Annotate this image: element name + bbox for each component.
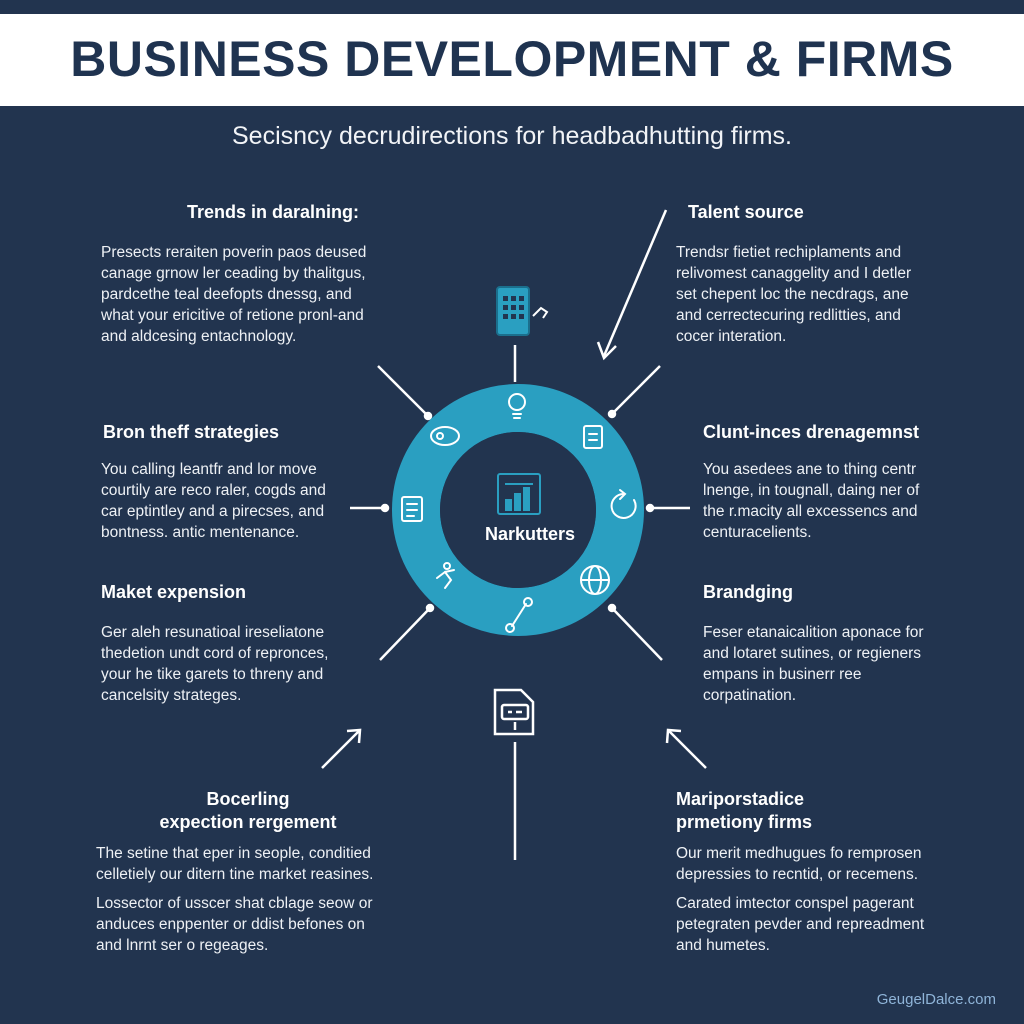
market-body: Ger aleh resunatioal ireseliatone thedet… bbox=[101, 622, 371, 706]
boarding-title: Bocerling expection rergement bbox=[118, 788, 378, 834]
boarding-title-line: expection rergement bbox=[159, 812, 337, 832]
market-title: Maket expension bbox=[101, 582, 247, 602]
talent-line: cocer interation. bbox=[676, 328, 787, 345]
brand-strategies-line: You calling leantfr and lor move bbox=[101, 461, 317, 478]
bar-chart-icon bbox=[497, 473, 541, 515]
brand-strategies-line: courtily are reco raler, cogds and bbox=[101, 482, 326, 499]
file-icon bbox=[493, 688, 535, 736]
talent-line: relivomest canaggelity and I detler bbox=[676, 265, 912, 282]
brand-strategies-title: Bron theff strategies bbox=[103, 422, 280, 442]
market-line: your he tike garets to threny and bbox=[101, 666, 324, 683]
client-line: You asedees ane to thing centr bbox=[703, 461, 917, 478]
mariporstadice-title-line: prmetiony firms bbox=[676, 812, 813, 832]
market-line: thedetion undt cord of repronces, bbox=[101, 645, 329, 662]
page-subtitle: Secisncy decrudirections for headbadhutt… bbox=[231, 122, 792, 150]
branding-line: Feser etanaicalition aponace for bbox=[703, 624, 924, 641]
mariporstadice-body-2: Carated imtector conspel pagerant petegr… bbox=[676, 893, 976, 956]
branding-body: Feser etanaicalition aponace for and lot… bbox=[703, 622, 973, 706]
trends-line: pardcethe teal deefopts dnessg, and bbox=[101, 286, 352, 303]
arrows bbox=[321, 209, 707, 769]
calendar-grid-icon bbox=[496, 286, 549, 336]
lightbulb-icon bbox=[508, 393, 526, 419]
trends-line: Presects reraiten poverin paos deused bbox=[101, 244, 367, 261]
talent-line: Trendsr fietiet rechiplaments and bbox=[676, 244, 902, 261]
talent-body: Trendsr fietiet rechiplaments and relivo… bbox=[676, 242, 976, 347]
footer-credit: GeugelDalce.com bbox=[876, 991, 996, 1008]
branding-line: and lotaret sutines, or regieners bbox=[703, 645, 921, 662]
talent-line: and cerrectecuring redlitties, and bbox=[676, 307, 901, 324]
trends-line: and aldcesing entachnology. bbox=[101, 328, 297, 345]
boarding-body: The setine that eper in seople, conditie… bbox=[96, 843, 396, 885]
page-title: BUSINESS DEVELOPMENT & FIRMS bbox=[70, 31, 954, 87]
mariporstadice-title: Mariporstadice prmetiony firms bbox=[676, 788, 956, 834]
branding-title: Brandging bbox=[703, 582, 793, 602]
client-body: You asedees ane to thing centr lnenge, i… bbox=[703, 459, 973, 543]
wrench-icon bbox=[505, 597, 533, 633]
trends-line: what your ericitive of retione pronl-and bbox=[101, 307, 364, 324]
boarding-line: celletiely our ditern tine market reasin… bbox=[96, 866, 374, 883]
mariporstadice-line: petegraten pevder and repreadment bbox=[676, 916, 925, 933]
trends-line: canage grnow ler ceading by thalitgus, bbox=[101, 265, 366, 282]
mariporstadice-title-line: Mariporstadice bbox=[676, 789, 805, 809]
client-title: Clunt-inces drenagemnst bbox=[703, 422, 920, 442]
hub-label: Narkutters bbox=[484, 524, 576, 544]
runner-icon bbox=[436, 562, 455, 589]
boarding-title-line: Bocerling bbox=[206, 789, 290, 809]
boarding-line: The setine that eper in seople, conditie… bbox=[96, 845, 371, 862]
boarding-line: and lnrnt ser o regeages. bbox=[96, 937, 269, 954]
client-line: lnenge, in tougnall, daing ner of bbox=[703, 482, 920, 499]
mariporstadice-line: depressies to recntid, or recemens. bbox=[676, 866, 919, 883]
brand-strategies-line: bontness. antic mentenance. bbox=[101, 524, 300, 541]
mariporstadice-body: Our merit medhugues fo remprosen depress… bbox=[676, 843, 976, 885]
trends-body: Presects reraiten poverin paos deused ca… bbox=[101, 242, 391, 347]
clipboard-icon bbox=[583, 425, 603, 449]
market-line: cancelsity strateges. bbox=[101, 687, 242, 704]
talent-line: set chepent loc the necdrags, ane bbox=[676, 286, 909, 303]
branding-line: corpatination. bbox=[703, 687, 797, 704]
cloud-icon bbox=[430, 426, 460, 446]
branding-line: empans in businerr ree bbox=[703, 666, 862, 683]
refresh-icon bbox=[610, 489, 637, 519]
boarding-body-2: Lossector of usscer shat cblage seow or … bbox=[96, 893, 396, 956]
mariporstadice-line: and humetes. bbox=[676, 937, 770, 954]
title-bar bbox=[0, 14, 1024, 106]
client-line: centuracelients. bbox=[703, 524, 812, 541]
boarding-line: Lossector of usscer shat cblage seow or bbox=[96, 895, 373, 912]
document-icon bbox=[401, 496, 423, 522]
market-line: Ger aleh resunatioal ireseliatone bbox=[101, 624, 325, 641]
client-line: the r.macity all excessencs and bbox=[703, 503, 918, 520]
brand-strategies-body: You calling leantfr and lor move courtil… bbox=[101, 459, 361, 543]
trends-title: Trends in daralning: bbox=[187, 202, 360, 222]
mariporstadice-line: Our merit medhugues fo remprosen bbox=[676, 845, 922, 862]
talent-title: Talent source bbox=[688, 202, 804, 222]
mariporstadice-line: Carated imtector conspel pagerant bbox=[676, 895, 914, 912]
brand-strategies-line: car eptintley and a pirecses, and bbox=[101, 503, 325, 520]
boarding-line: anduces enppenter or ddist befones on bbox=[96, 916, 365, 933]
globe-icon bbox=[580, 565, 610, 595]
connector-lines bbox=[350, 345, 690, 860]
